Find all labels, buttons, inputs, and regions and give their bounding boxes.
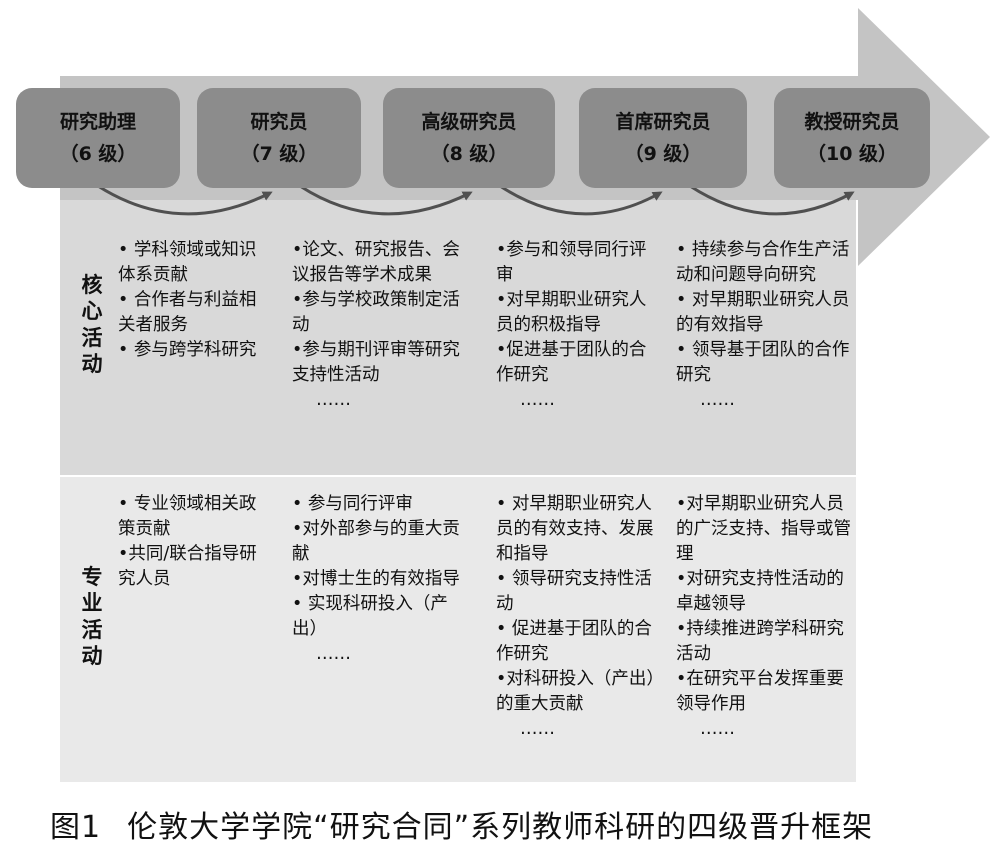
professional-activities-row-bg [60,476,856,782]
activity-item: • 领导研究支持性活动 [496,569,652,614]
rank-box-research-fellow: 研究员 （7 级） [197,88,361,188]
activity-item: • 对早期职业研究人员的有效指导 [676,290,850,335]
activity-item: •在研究平台发挥重要领导作用 [676,669,844,714]
rank-grade: （9 级） [624,143,702,165]
activity-item: •促进基于团队的合作研究 [496,340,647,385]
progression-arrow [60,8,990,782]
activity-item: •对早期职业研究人员的积极指导 [496,290,647,335]
rank-name: 首席研究员 [615,110,711,133]
more-ellipsis: …… [316,644,351,664]
activity-item: • 参与同行评审 [292,494,413,514]
activity-item: • 持续参与合作生产活动和问题导向研究 [676,240,850,285]
activity-item: •对科研投入（产出）的重大贡献 [496,669,656,714]
professional-activities-cell-grade7: • 参与同行评审 •对外部参与的重大贡献 •对博士生的有效指导 • 实现科研投入… [292,492,470,667]
activity-item: •论文、研究报告、会议报告等学术成果 [292,240,460,285]
row-label-core-activities: 核 心 活 动 [81,273,103,376]
activity-item: • 促进基于团队的合作研究 [496,619,652,664]
progression-arc-7-8 [299,184,473,216]
rank-name: 研究助理 [59,110,136,133]
activity-item: •对博士生的有效指导 [292,569,460,589]
activity-item: • 对早期职业研究人员的有效支持、发展和指导 [496,494,654,564]
rank-name: 研究员 [250,110,308,133]
figure-caption: 图1 伦敦大学学院“研究合同”系列教师科研的四级晋升框架 [50,802,873,846]
more-ellipsis: …… [700,390,735,410]
activity-item: •参与和领导同行评审 [496,240,647,285]
activity-item: •对外部参与的重大贡献 [292,519,460,564]
activity-item: • 参与跨学科研究 [118,340,257,360]
rank-grade: （8 级） [430,143,508,165]
more-ellipsis: …… [520,719,555,739]
more-ellipsis: …… [700,719,735,739]
more-ellipsis: …… [520,390,555,410]
rank-box-professorial-research-fellow: 教授研究员 （10 级） [774,88,930,188]
figure-title: 伦敦大学学院“研究合同”系列教师科研的四级晋升框架 [127,810,874,845]
figure-number: 图1 [50,810,102,845]
rank-name: 高级研究员 [421,110,517,133]
rank-box-senior-research-fellow: 高级研究员 （8 级） [383,88,555,188]
progression-arc-9-10 [689,184,855,216]
progression-arc-8-9 [499,184,663,216]
more-ellipsis: …… [316,390,351,410]
core-activities-cell-grade6: • 学科领域或知识体系贡献 • 合作者与利益相关者服务 • 参与跨学科研究 [118,238,260,363]
rank-box-research-assistant: 研究助理 （6 级） [16,88,180,188]
rank-grade: （10 级） [806,143,898,165]
core-activities-cell-grade9-10: • 持续参与合作生产活动和问题导向研究 • 对早期职业研究人员的有效指导 • 领… [676,238,854,413]
progression-arc-6-7 [97,184,273,216]
rank-grade: （7 级） [240,143,318,165]
activity-item: • 专业领域相关政策贡献 [118,494,257,539]
professional-activities-cell-grade6: • 专业领域相关政策贡献 •共同/联合指导研究人员 [118,492,260,592]
rank-grade: （6 级） [59,143,137,165]
activity-item: • 合作者与利益相关者服务 [118,290,257,335]
core-activities-cell-grade8: •参与和领导同行评审 •对早期职业研究人员的积极指导 •促进基于团队的合作研究 … [496,238,660,413]
activity-item: • 实现科研投入（产出） [292,594,448,639]
activity-item: •参与学校政策制定活动 [292,290,460,335]
professional-activities-cell-grade9-10: •对早期职业研究人员的广泛支持、指导或管理 •对研究支持性活动的卓越领导 •持续… [676,492,854,742]
activity-item: •对早期职业研究人员的广泛支持、指导或管理 [676,494,851,564]
row-label-professional-activities: 专 业 活 动 [81,565,103,668]
professional-activities-cell-grade8: • 对早期职业研究人员的有效支持、发展和指导 • 领导研究支持性活动 • 促进基… [496,492,660,742]
rank-name: 教授研究员 [804,110,900,133]
activity-item: •共同/联合指导研究人员 [118,544,257,589]
activity-item: • 领导基于团队的合作研究 [676,340,850,385]
core-activities-cell-grade7: •论文、研究报告、会议报告等学术成果 •参与学校政策制定活动 •参与期刊评审等研… [292,238,470,413]
activity-item: •对研究支持性活动的卓越领导 [676,569,844,614]
activity-item: • 学科领域或知识体系贡献 [118,240,257,285]
activity-item: •参与期刊评审等研究支持性活动 [292,340,460,385]
activity-item: •持续推进跨学科研究活动 [676,619,844,664]
rank-box-principal-research-fellow: 首席研究员 （9 级） [579,88,747,188]
core-activities-row-bg [60,200,856,476]
